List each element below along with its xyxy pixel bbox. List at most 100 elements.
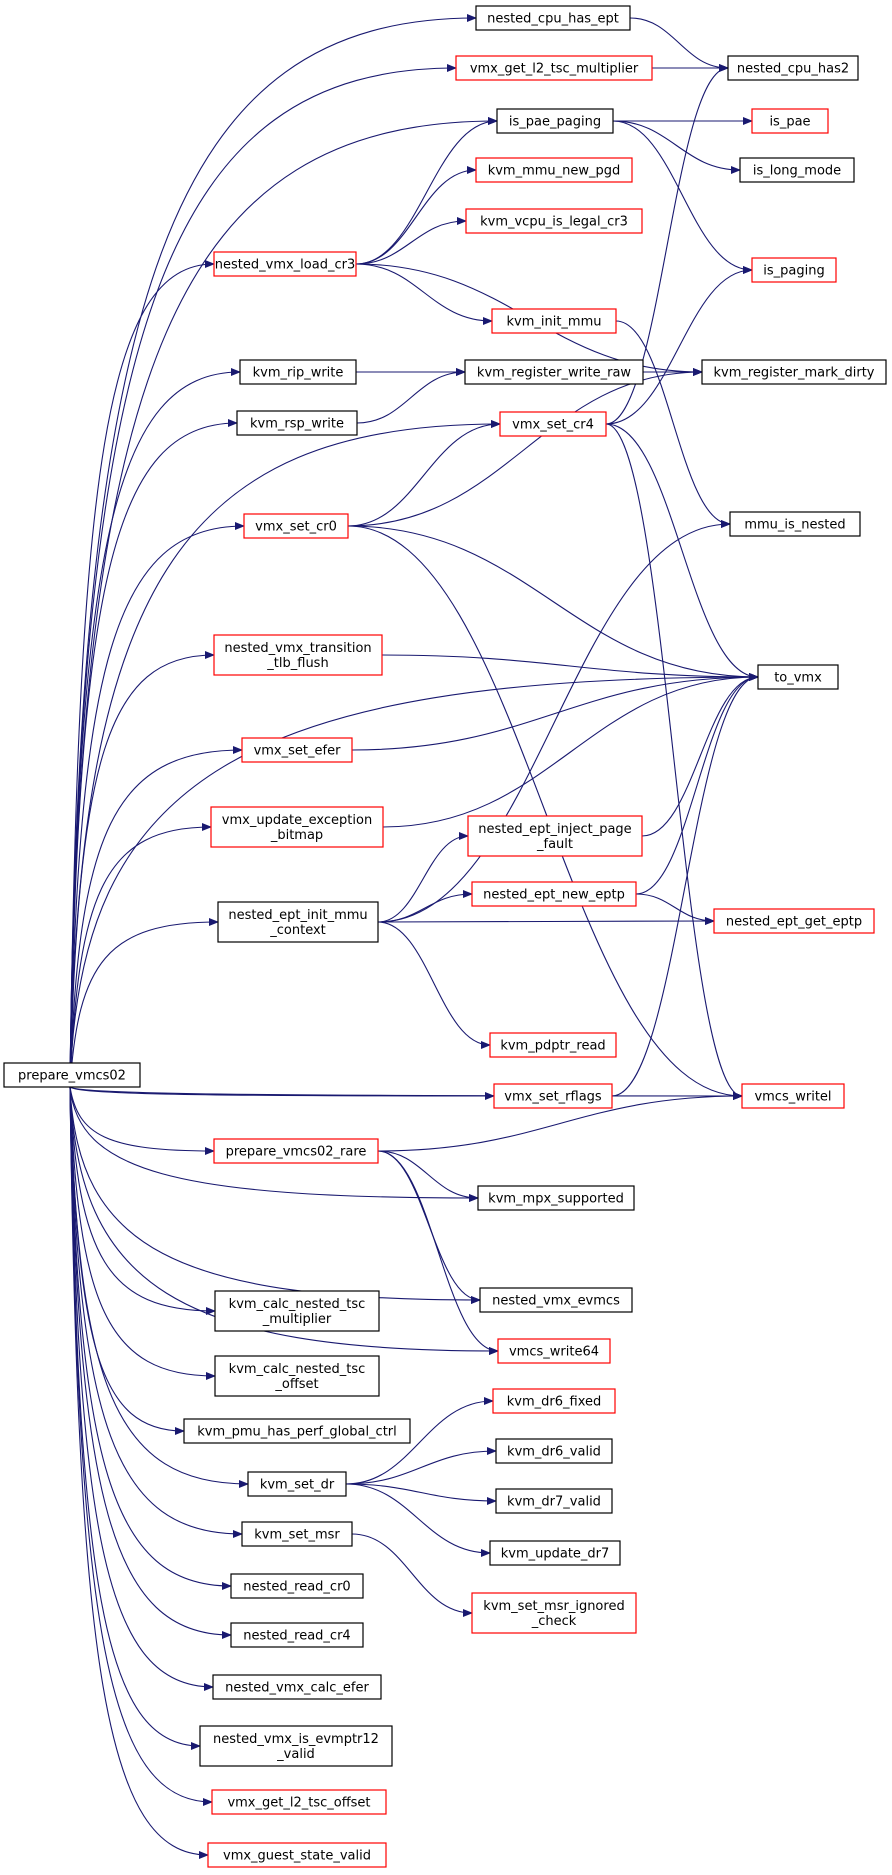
edge-path: [69, 368, 241, 1088]
node-nested-cpu-has2[interactable]: nested_cpu_has2: [727, 55, 859, 81]
node-vmx-set-cr4[interactable]: vmx_set_cr4: [499, 411, 607, 437]
node-label: kvm_register_mark_dirty: [713, 366, 874, 381]
node-label: is_pae: [769, 115, 810, 130]
node-is-long-mode[interactable]: is_long_mode: [739, 157, 855, 183]
edge-path: [69, 673, 759, 1088]
edge-path: [377, 832, 469, 923]
node-vmcs-writel[interactable]: vmcs_writel: [741, 1083, 845, 1109]
node-kvm-set-dr[interactable]: kvm_set_dr: [247, 1471, 347, 1497]
node-vmx-guest-state-valid[interactable]: vmx_guest_state_valid: [207, 1842, 387, 1868]
node-label: nested_ept_new_eptp: [483, 888, 625, 903]
node-box: [230, 1573, 364, 1599]
edge-kvm_rsp_write-to-kvm_register_write_raw: [356, 368, 466, 424]
node-kvm-register-mark-dirty[interactable]: kvm_register_mark_dirty: [701, 359, 887, 385]
node-box: [489, 1032, 617, 1058]
node-kvm-mmu-new-pgd[interactable]: kvm_mmu_new_pgd: [475, 157, 633, 183]
node-kvm-update-dr7[interactable]: kvm_update_dr7: [489, 1540, 621, 1566]
node-kvm-calc-nested-tsc-offset[interactable]: kvm_calc_nested_tsc_offset: [214, 1355, 380, 1397]
node-label: vmx_get_l2_tsc_offset: [227, 1796, 370, 1811]
node-label: kvm_rsp_write: [250, 417, 344, 432]
edge-prepare_vmcs02-to-nested_ept_init_mmu_context: [69, 918, 219, 1088]
node-kvm-rsp-write[interactable]: kvm_rsp_write: [236, 410, 358, 436]
node-nested-cpu-has-ept[interactable]: nested_cpu_has_ept: [475, 5, 631, 31]
node-kvm-set-msr-ignored-check[interactable]: kvm_set_msr_ignored_check: [471, 1592, 637, 1634]
node-vmx-get-l2-tsc-multiplier[interactable]: vmx_get_l2_tsc_multiplier: [455, 55, 653, 81]
edge-path: [355, 217, 467, 265]
edge-nested_ept_init_mmu_context-to-mmu_is_nested: [377, 520, 731, 923]
node-is-paging[interactable]: is_paging: [751, 257, 837, 283]
node-prepare-vmcs02-rare[interactable]: prepare_vmcs02_rare: [213, 1138, 379, 1164]
edge-nested_ept_new_eptp-to-nested_ept_get_eptp: [635, 893, 715, 925]
node-kvm-init-mmu[interactable]: kvm_init_mmu: [491, 308, 617, 334]
edge-prepare_vmcs02-to-nested_vmx_transition_tlb_flush: [69, 651, 215, 1088]
node-kvm-pdptr-read[interactable]: kvm_pdptr_read: [489, 1032, 617, 1058]
node-vmcs-write64[interactable]: vmcs_write64: [497, 1338, 611, 1364]
node-label: nested_ept_init_mmu: [228, 908, 367, 923]
node-kvm-dr7-valid[interactable]: kvm_dr7_valid: [495, 1488, 613, 1514]
node-prepare-vmcs02[interactable]: prepare_vmcs02: [3, 1062, 141, 1088]
node-nested-ept-inject-page-fault[interactable]: nested_ept_inject_page_fault: [467, 815, 643, 857]
node-kvm-calc-nested-tsc-multiplier[interactable]: kvm_calc_nested_tsc_multiplier: [214, 1290, 380, 1332]
edge-path: [377, 890, 473, 923]
node-is-pae-paging[interactable]: is_pae_paging: [496, 108, 614, 134]
node-kvm-register-write-raw[interactable]: kvm_register_write_raw: [464, 359, 644, 385]
edge-vmx_set_cr4-to-is_paging: [605, 266, 753, 425]
node-nested-ept-new-eptp[interactable]: nested_ept_new_eptp: [471, 881, 637, 907]
node-nested-vmx-load-cr3[interactable]: nested_vmx_load_cr3: [213, 251, 357, 277]
edge-path: [69, 1086, 232, 1639]
node-to-vmx[interactable]: to_vmx: [757, 664, 839, 690]
node-box: [729, 511, 861, 537]
edge-path: [347, 368, 703, 527]
node-label: kvm_mpx_supported: [488, 1192, 624, 1207]
edge-prepare_vmcs02-to-kvm_set_dr: [69, 1086, 249, 1488]
node-nested-ept-get-eptp[interactable]: nested_ept_get_eptp: [713, 908, 875, 934]
node-nested-read-cr0[interactable]: nested_read_cr0: [230, 1573, 364, 1599]
node-nested-vmx-calc-efer[interactable]: nested_vmx_calc_efer: [212, 1674, 382, 1700]
node-box: [727, 55, 859, 81]
node-kvm-pmu-has-perf-global-ctrl[interactable]: kvm_pmu_has_perf_global_ctrl: [183, 1418, 411, 1444]
edge-prepare_vmcs02_rare-to-vmcs_write64: [377, 1150, 499, 1355]
edge-path: [351, 1533, 473, 1617]
node-vmx-set-rflags[interactable]: vmx_set_rflags: [493, 1083, 613, 1109]
edge-vmx_set_cr4-to-nested_cpu_has2: [605, 64, 729, 425]
node-mmu-is-nested[interactable]: mmu_is_nested: [729, 511, 861, 537]
edge-kvm_set_dr-to-kvm_dr6_valid: [345, 1447, 497, 1485]
edge-nested_ept_init_mmu_context-to-nested_ept_get_eptp: [377, 917, 715, 926]
edge-path: [351, 673, 759, 751]
node-vmx-set-efer[interactable]: vmx_set_efer: [241, 737, 353, 763]
node-label: _bitmap: [270, 828, 323, 843]
node-vmx-set-cr0[interactable]: vmx_set_cr0: [243, 513, 349, 539]
node-nested-vmx-evmcs[interactable]: nested_vmx_evmcs: [479, 1287, 633, 1313]
node-label: _context: [269, 923, 326, 938]
edge-path: [605, 64, 729, 425]
node-kvm-set-msr[interactable]: kvm_set_msr: [241, 1521, 353, 1547]
node-kvm-dr6-fixed[interactable]: kvm_dr6_fixed: [492, 1388, 616, 1414]
edge-path: [69, 746, 243, 1088]
edge-path: [69, 1086, 216, 1380]
edge-nested_cpu_has_ept-to-nested_cpu_has2: [629, 17, 729, 72]
edge-path: [345, 1483, 497, 1505]
node-nested-read-cr4[interactable]: nested_read_cr4: [230, 1622, 364, 1648]
node-box: [464, 359, 644, 385]
edge-vmx_update_exception_bitmap-to-to_vmx: [382, 673, 759, 828]
node-vmx-update-exception-bitmap[interactable]: vmx_update_exception_bitmap: [210, 806, 384, 848]
edge-path: [635, 893, 715, 925]
edge-prepare_vmcs02-to-vmx_set_efer: [69, 746, 243, 1088]
node-kvm-mpx-supported[interactable]: kvm_mpx_supported: [477, 1185, 635, 1211]
node-box: [496, 108, 614, 134]
edge-path: [69, 260, 215, 1088]
edge-path: [605, 266, 753, 425]
node-kvm-dr6-valid[interactable]: kvm_dr6_valid: [495, 1438, 613, 1464]
node-nested-ept-init-mmu-context[interactable]: nested_ept_init_mmu_context: [217, 901, 379, 943]
node-nested-vmx-transition-tlb-flush[interactable]: nested_vmx_transition_tlb_flush: [213, 634, 383, 676]
node-box: [214, 1290, 380, 1332]
node-box: [751, 257, 837, 283]
node-is-pae[interactable]: is_pae: [751, 108, 829, 134]
node-kvm-vcpu-is-legal-cr3[interactable]: kvm_vcpu_is_legal_cr3: [465, 208, 643, 234]
node-nested-vmx-is-evmptr12-valid[interactable]: nested_vmx_is_evmptr12_valid: [199, 1725, 393, 1767]
node-vmx-get-l2-tsc-offset[interactable]: vmx_get_l2_tsc_offset: [211, 1789, 387, 1815]
edge-path: [635, 673, 759, 895]
node-box: [199, 1725, 393, 1767]
edge-kvm_set_dr-to-kvm_dr6_fixed: [345, 1397, 494, 1485]
node-kvm-rip-write[interactable]: kvm_rip_write: [239, 359, 357, 385]
